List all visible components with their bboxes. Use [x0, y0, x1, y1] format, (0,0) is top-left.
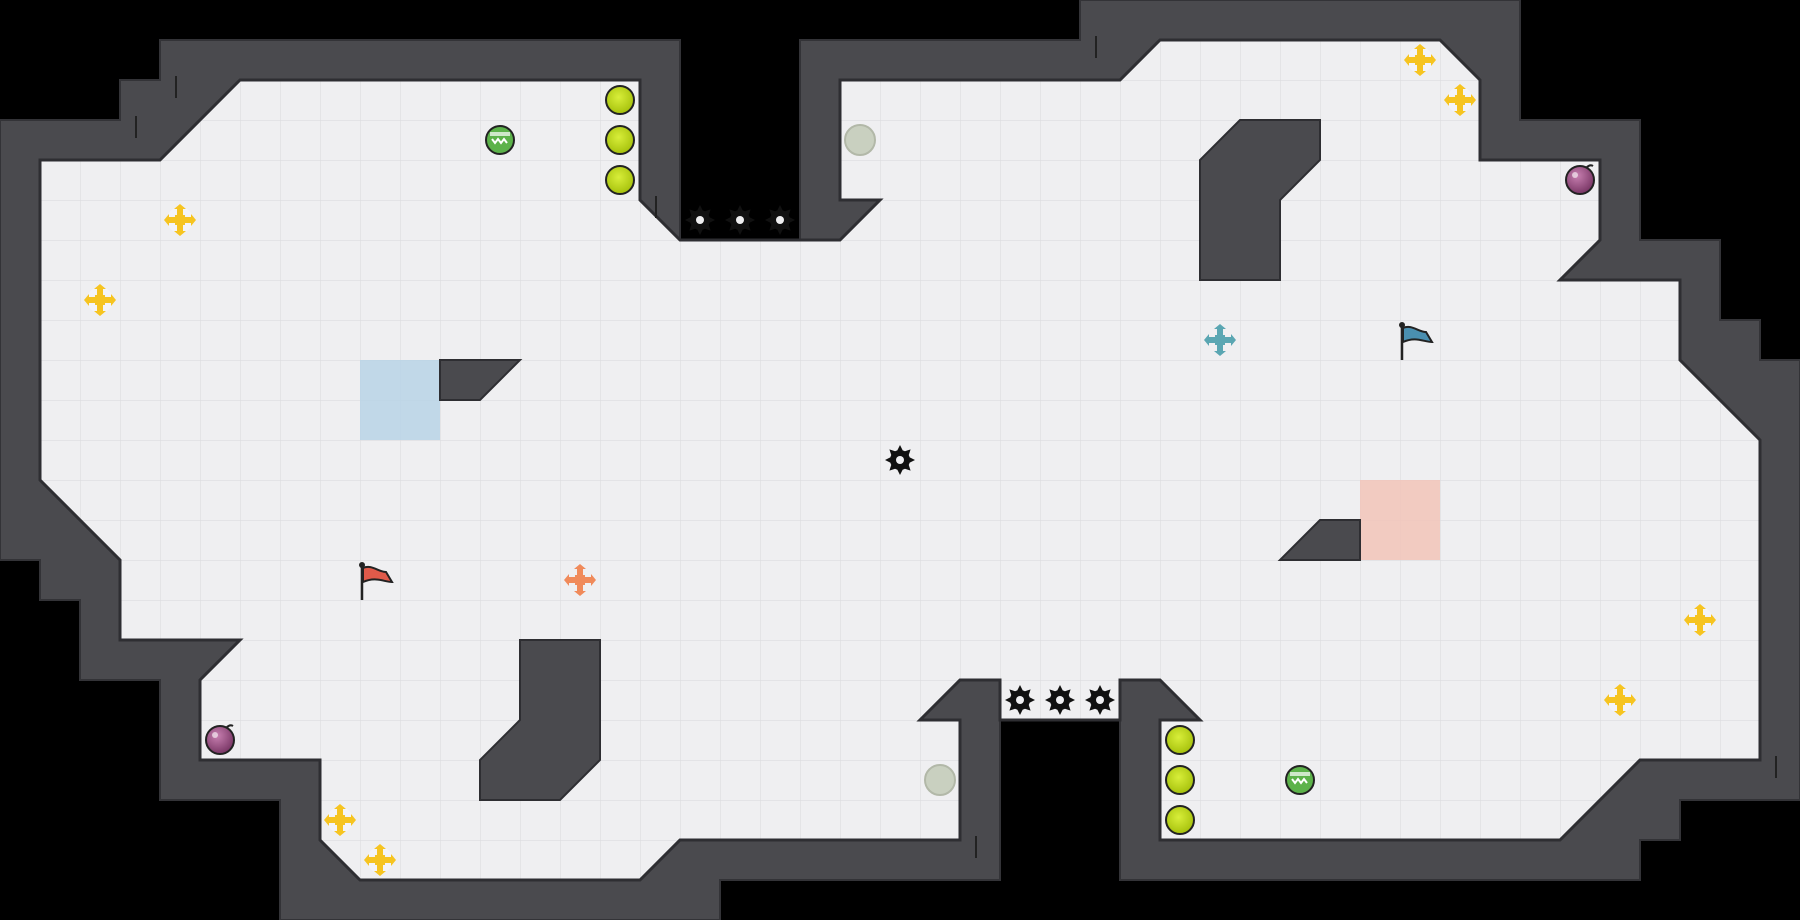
- spike-icon: [765, 205, 795, 235]
- booster-icon: [485, 125, 515, 155]
- spike-icon: [725, 205, 755, 235]
- speed-pad-icon: [605, 125, 635, 155]
- spike-icon: [1005, 685, 1035, 715]
- blue-flag-icon: [1399, 322, 1434, 360]
- booster-icon: [1285, 765, 1315, 795]
- spike-icon: [885, 445, 915, 475]
- teal-marker-icon: [1204, 324, 1236, 356]
- gate-icon: [844, 124, 876, 156]
- speed-pad-icon: [1165, 765, 1195, 795]
- speed-pad-icon: [1165, 725, 1195, 755]
- inner-obstacles: [439, 119, 1361, 801]
- obstacle-top-right: [1199, 119, 1321, 281]
- red-base-zone: [1360, 480, 1440, 560]
- orange-marker-icon: [564, 564, 596, 596]
- speed-pad-icon: [1165, 805, 1195, 835]
- obstacle-bottom-left: [479, 639, 601, 801]
- spike-icon: [1045, 685, 1075, 715]
- speed-pad-icon: [605, 85, 635, 115]
- ledge-left: [439, 359, 523, 401]
- blue-base-zone: [360, 360, 440, 440]
- gate-icon: [924, 764, 956, 796]
- wall-seams: [135, 36, 1777, 858]
- spike-icon: [685, 205, 715, 235]
- ledge-right: [1277, 519, 1361, 561]
- bomb-icon: [205, 724, 235, 755]
- bomb-icon: [1565, 164, 1595, 195]
- red-flag-icon: [359, 562, 394, 600]
- spike-icon: [1085, 685, 1115, 715]
- speed-pad-icon: [605, 165, 635, 195]
